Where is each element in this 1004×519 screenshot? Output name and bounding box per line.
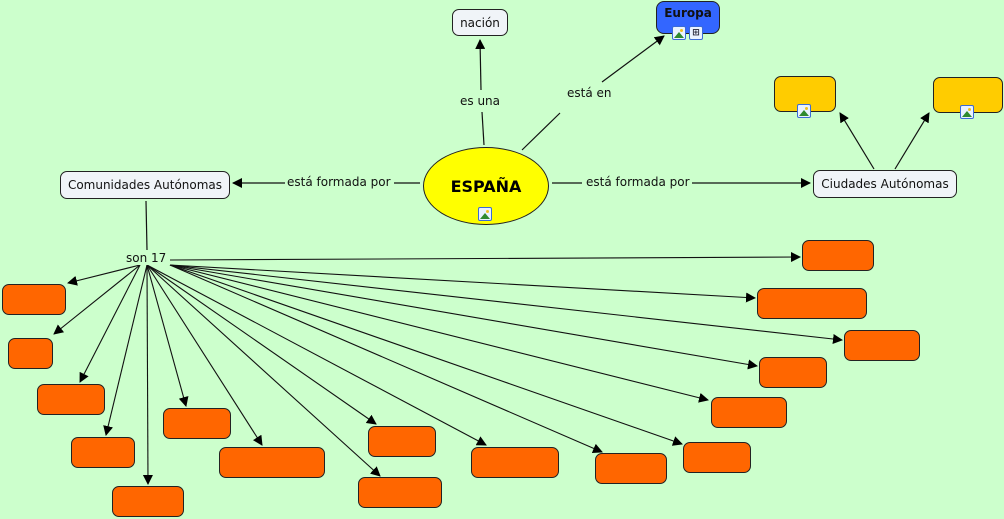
concept-espana[interactable]: ESPAÑA bbox=[423, 147, 549, 225]
concept-comunidad[interactable] bbox=[844, 330, 920, 361]
link-son-17 bbox=[169, 264, 709, 403]
link-label-formada-right: está formada por bbox=[584, 175, 692, 189]
link-ciudad-2 bbox=[894, 112, 930, 170]
concept-comunidad[interactable] bbox=[163, 408, 231, 439]
concept-comunidad[interactable] bbox=[595, 453, 667, 484]
concept-comunidad[interactable] bbox=[219, 447, 325, 478]
concept-label: ESPAÑA bbox=[450, 176, 522, 196]
concept-label: Europa bbox=[664, 6, 712, 20]
link-son-17 bbox=[142, 264, 153, 485]
concept-ciudades[interactable]: Ciudades Autónomas bbox=[813, 170, 957, 198]
link-ciudad-1 bbox=[839, 112, 875, 170]
concept-label: nación bbox=[460, 15, 500, 30]
link-son-17 bbox=[146, 264, 487, 446]
link-label-formada-left: está formada por bbox=[285, 175, 393, 189]
link-esta-en-arrow bbox=[601, 35, 665, 83]
link-son-17 bbox=[169, 252, 801, 263]
link-son-17 bbox=[169, 264, 758, 370]
concept-label: Comunidades Autónomas bbox=[67, 178, 223, 192]
concept-comunidad[interactable] bbox=[2, 284, 66, 315]
link-son-17 bbox=[146, 264, 381, 477]
link-son-17 bbox=[103, 264, 148, 436]
link-son-17 bbox=[169, 264, 756, 303]
concept-comunidades[interactable]: Comunidades Autónomas bbox=[60, 171, 230, 199]
image-icon[interactable] bbox=[960, 105, 974, 119]
image-icon[interactable] bbox=[797, 104, 811, 118]
link-label-es-una: es una bbox=[458, 94, 503, 108]
concept-comunidad[interactable] bbox=[757, 288, 867, 319]
concept-comunidad[interactable] bbox=[759, 357, 827, 388]
concept-comunidad[interactable] bbox=[711, 397, 787, 428]
link-label-esta-en: está en bbox=[565, 86, 614, 100]
link-son-17 bbox=[169, 264, 843, 344]
link-son-17 bbox=[146, 264, 189, 407]
concept-comunidad[interactable] bbox=[358, 477, 442, 508]
concept-comunidad[interactable] bbox=[471, 447, 559, 478]
concept-comunidad[interactable] bbox=[683, 442, 751, 473]
link-es-una-arrow bbox=[475, 39, 486, 91]
concept-comunidad[interactable] bbox=[368, 426, 436, 457]
link-son-17 bbox=[79, 264, 141, 383]
link-son-17 bbox=[169, 264, 603, 454]
concept-europa[interactable]: Europa bbox=[656, 1, 720, 34]
image-icon[interactable] bbox=[672, 26, 686, 40]
link-label-son-17: son 17 bbox=[124, 251, 169, 265]
link-es-una bbox=[481, 111, 485, 146]
link-son-17 bbox=[146, 264, 263, 446]
link-son-17 bbox=[53, 264, 141, 335]
concept-label: Ciudades Autónomas bbox=[821, 177, 949, 191]
link-son-17 bbox=[67, 264, 141, 286]
concept-comunidad[interactable] bbox=[112, 486, 184, 517]
concept-comunidad[interactable] bbox=[802, 240, 874, 271]
link-son-17 bbox=[169, 264, 683, 446]
concept-comunidad[interactable] bbox=[71, 437, 135, 468]
image-icon[interactable] bbox=[478, 207, 492, 221]
concept-comunidad[interactable] bbox=[37, 384, 105, 415]
concept-nacion[interactable]: nación bbox=[452, 9, 508, 36]
concept-comunidad[interactable] bbox=[8, 338, 53, 369]
concept-map-icon[interactable]: ⊞ bbox=[689, 26, 703, 40]
link-son-17 bbox=[146, 264, 377, 425]
